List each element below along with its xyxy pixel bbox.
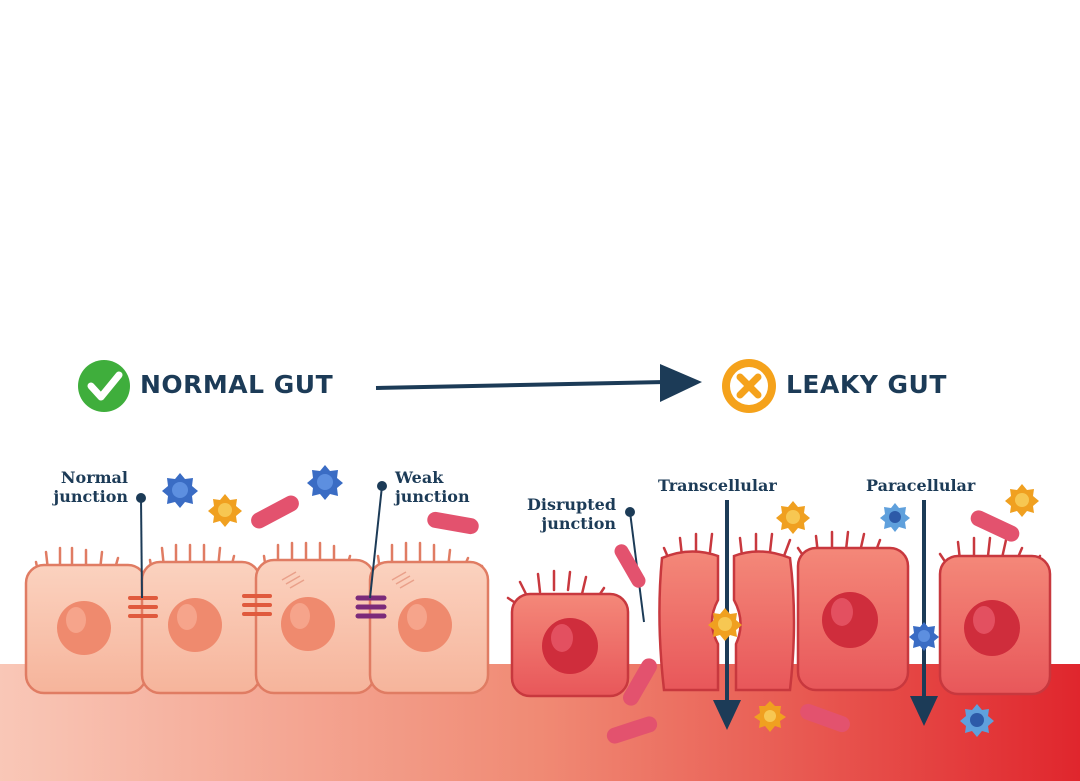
bacteria-rod [614,544,646,588]
leaky-cell-2 [658,532,720,692]
transcellular-label: Transcellular [658,476,777,495]
paracellular-arrow [910,500,938,726]
particles [162,465,1039,744]
transcellular-arrow [713,500,741,730]
bacteria-rod [970,510,1020,542]
cross-icon [722,359,776,413]
bacteria-rod [251,495,299,529]
orange-particle [208,494,242,527]
orange-particle [776,501,810,534]
blue-particle [909,622,939,651]
leaky-gut-title: LEAKY GUT [786,370,947,399]
tight-junction-2 [242,594,272,616]
normal-junction-label: Normal junction [53,468,128,506]
normal-cells [24,541,490,695]
normal-cell-1 [24,546,148,695]
normal-cell-3 [254,541,376,695]
blue-particle [960,704,994,737]
leaky-cell-1 [506,569,630,698]
blue-particle [162,473,198,508]
normal-leader-lines [136,481,387,599]
paracellular-label: Paracellular [866,476,976,495]
disrupted-junction-label: Disrupted junction [527,495,616,533]
leaky-cells [506,530,1052,698]
leaky-cell-3 [732,532,796,692]
progression-arrow [375,364,702,402]
normal-cell-4 [368,541,490,695]
normal-gut-title: NORMAL GUT [140,370,334,399]
bacteria-rod [623,658,657,706]
orange-particle [754,701,786,732]
orange-particle [1005,484,1039,517]
weak-junction-label: Weak junction [395,468,470,506]
tight-junction-1 [128,596,158,618]
blue-particle [307,465,343,500]
leaky-cell-5 [938,536,1052,696]
leaky-cell-4 [796,530,910,692]
bacteria-rod [427,511,479,535]
normal-cell-2 [140,543,262,695]
blue-particle [880,503,910,532]
orange-particle [708,608,742,641]
bacteria-rod [800,703,850,733]
bacteria-rod [606,716,658,744]
check-icon [78,360,130,412]
